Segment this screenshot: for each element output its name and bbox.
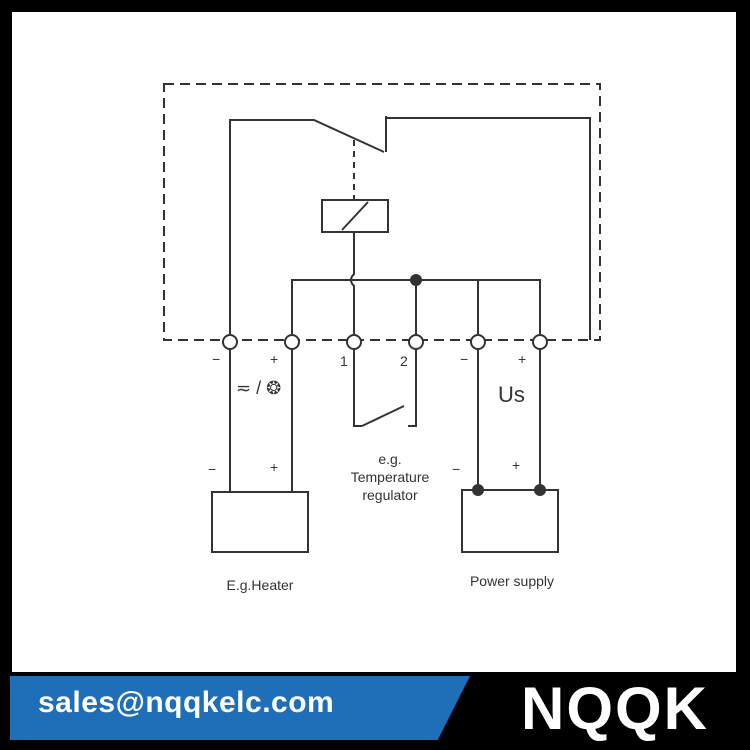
relay-coil-slash: [341, 201, 369, 231]
terminal-6-circle: [532, 334, 548, 350]
terminal-5-circle: [470, 334, 486, 350]
regulator-label-line-2: Temperature: [351, 469, 430, 485]
terminal-2-circle: [284, 334, 300, 350]
diagram-panel: − + 1 2 − + ≂ / ❂ Us − + − + e.g. Temper…: [12, 12, 736, 672]
supply-minus-junction-dot: [472, 484, 484, 496]
power-supply-box: [461, 489, 559, 553]
terminal-1-polarity: −: [212, 351, 220, 367]
relay-output-wire-left: [229, 119, 385, 334]
bus-junction-dot: [410, 274, 422, 286]
terminal-5-polarity: −: [460, 351, 468, 367]
power-supply-caption: Power supply: [470, 573, 554, 589]
supply-voltage-label: Us: [498, 382, 525, 407]
regulator-label-line-1: e.g.: [378, 451, 401, 467]
heater-plus-label: +: [270, 459, 278, 475]
footer-bar: sales@nqqkelc.com NQQK: [0, 672, 750, 750]
heater-caption: E.g.Heater: [227, 577, 294, 593]
email-band: [10, 676, 470, 740]
heater-fan-symbol: ≂ / ❂: [236, 378, 281, 398]
heater-minus-label: −: [208, 461, 216, 477]
supply-minus-label: −: [452, 461, 460, 477]
terminal-6-polarity: +: [518, 351, 526, 367]
terminal-2-polarity: +: [270, 351, 278, 367]
regulator-wire-1: [353, 350, 362, 427]
brand-logo: NQQK: [521, 675, 709, 742]
terminal-1-circle: [222, 334, 238, 350]
terminal-4-circle: [408, 334, 424, 350]
supply-plus-junction-dot: [534, 484, 546, 496]
terminal-3-circle: [346, 334, 362, 350]
heater-box: [211, 491, 309, 553]
regulator-wire-2: [408, 350, 417, 427]
supply-plus-label: +: [512, 457, 520, 473]
coil-to-terminal-1-wire: [350, 270, 355, 334]
terminal-3-number: 1: [340, 353, 348, 369]
terminal-4-number: 2: [400, 353, 408, 369]
regulator-label-line-3: regulator: [362, 487, 418, 503]
wiring-diagram: − + 1 2 − + ≂ / ❂ Us − + − + e.g. Temper…: [163, 83, 601, 593]
regulator-switch: [361, 405, 405, 427]
contact-email: sales@nqqkelc.com: [38, 686, 335, 719]
device-enclosure: [163, 83, 601, 341]
